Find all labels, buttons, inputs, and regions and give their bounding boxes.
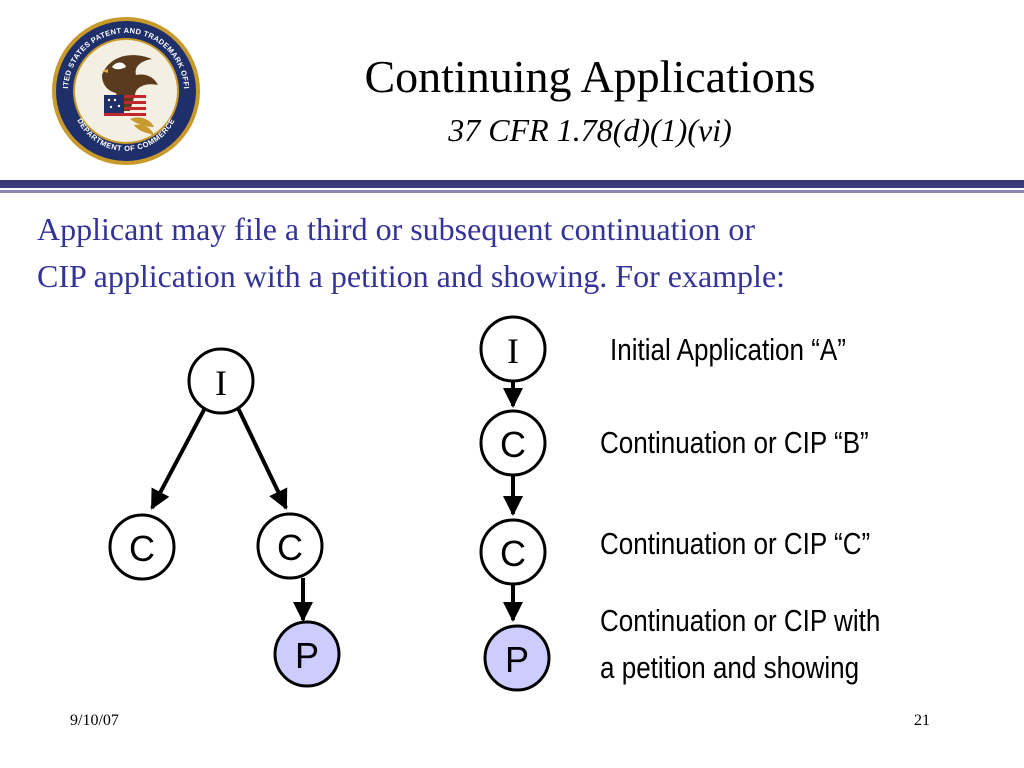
- chain-diagram: I C C P: [479, 315, 551, 692]
- tree-node-left-child: C: [108, 513, 176, 581]
- chain-node-petition-label: P: [505, 639, 529, 680]
- chain-label-first: Continuation or CIP “B”: [600, 425, 869, 460]
- chain-node-second-label: C: [500, 533, 526, 574]
- footer-date: 9/10/07: [70, 712, 119, 729]
- tree-node-right-label: C: [277, 527, 303, 568]
- header-divider: [0, 180, 1024, 188]
- chain-node-initial-label: I: [507, 331, 519, 371]
- header-divider-thin: [0, 190, 1024, 193]
- tree-node-left-label: C: [129, 528, 155, 569]
- intro-line-1: Applicant may file a third or subsequent…: [37, 211, 756, 247]
- chain-label-second: Continuation or CIP “C”: [600, 526, 871, 561]
- footer-page-number: 21: [914, 712, 930, 729]
- chain-node-first-label: C: [500, 424, 526, 465]
- chain-node-second: C: [479, 518, 547, 586]
- tree-node-root-label: I: [215, 363, 227, 403]
- tree-node-right-child: C: [256, 512, 324, 580]
- page-subtitle: 37 CFR 1.78(d)(1)(vi): [448, 112, 732, 148]
- chain-label-initial: Initial Application “A”: [610, 332, 846, 367]
- intro-line-2: CIP application with a petition and show…: [37, 258, 786, 294]
- tree-node-petition-label: P: [295, 635, 319, 676]
- tree-edge-root-right: [236, 407, 288, 510]
- chain-node-initial: I: [479, 315, 547, 383]
- tree-node-petition: P: [273, 620, 341, 688]
- tree-node-root: I: [187, 347, 255, 415]
- chain-node-first: C: [479, 409, 547, 477]
- chain-label-petition-line-1: Continuation or CIP with: [600, 603, 881, 638]
- chain-label-petition-line-2: a petition and showing: [600, 650, 860, 685]
- intro-text: Applicant may file a third or subsequent…: [37, 206, 997, 300]
- tree-diagram: I C C P: [108, 347, 341, 688]
- page-title: Continuing Applications: [364, 51, 816, 102]
- tree-edge-root-left: [150, 407, 207, 510]
- uspto-seal-logo: UNITED STATES PATENT AND TRADEMARK OFFIC…: [50, 15, 200, 165]
- chain-node-petition: P: [483, 624, 551, 692]
